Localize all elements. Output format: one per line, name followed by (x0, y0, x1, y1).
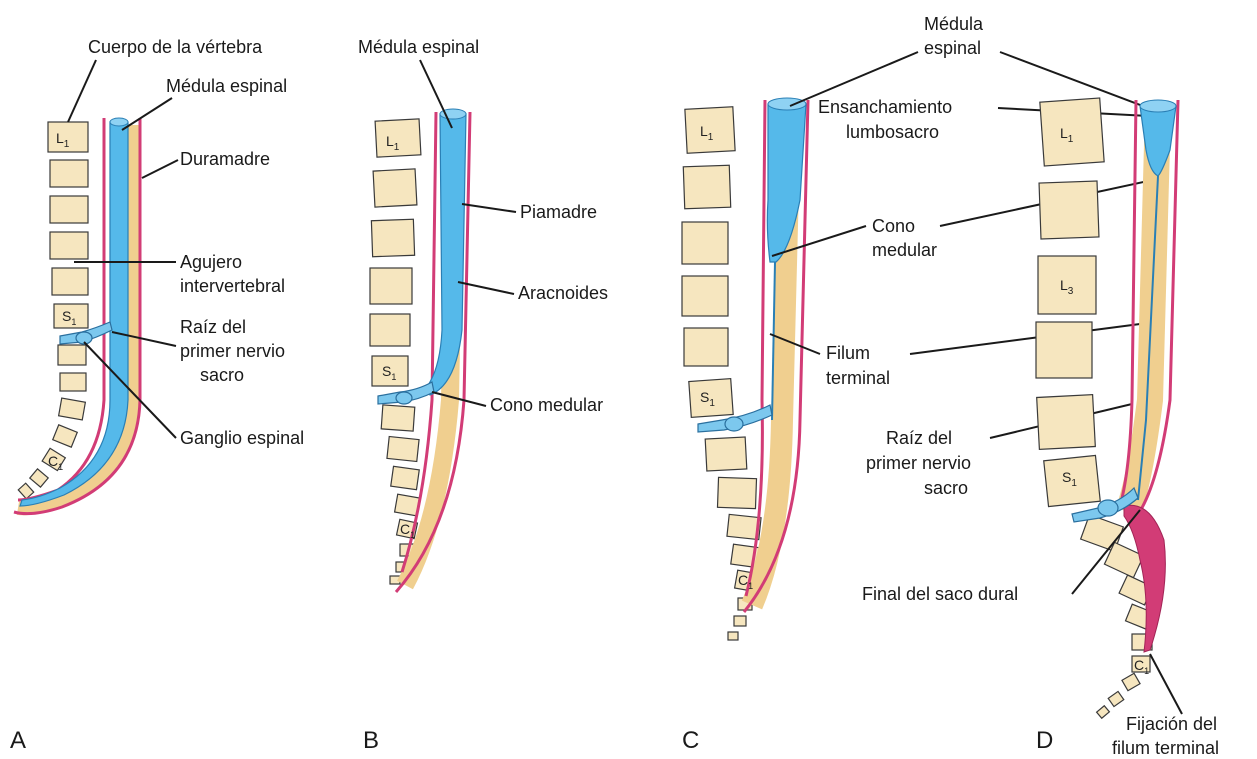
vertebra (705, 437, 747, 471)
vertebra (370, 314, 410, 346)
vertebra (50, 160, 88, 187)
vertebra (682, 222, 728, 264)
vertebra (682, 276, 728, 316)
vertebra (60, 373, 86, 391)
vertebra (1037, 395, 1096, 450)
label-spinal-cord-a: Médula espinal (166, 76, 287, 96)
vertebra (683, 165, 730, 209)
leader-pia (462, 204, 516, 212)
label-conus-b: Cono medular (490, 395, 603, 415)
vertebra (391, 466, 420, 489)
label-vertebral-body: Cuerpo de la vértebra (88, 37, 263, 57)
panel-letter-d: D (1036, 727, 1053, 754)
vertebra (1108, 691, 1124, 706)
vertebra (684, 328, 728, 366)
label-root-3-a: sacro (200, 365, 244, 385)
panel-a: L1 S1 C1 Cuerpo de la vértebra Médula es… (10, 37, 304, 754)
panel-b: L1 S1 C1 Médula espinal Piamadre Aracnoi… (358, 37, 608, 754)
vertebra (373, 169, 417, 207)
vertebra (1039, 181, 1099, 239)
vertebra (30, 469, 48, 487)
label-enlargement-2: lumbosacro (846, 122, 939, 142)
label-conus-1-c: Cono (872, 216, 915, 236)
spinal-ganglion (725, 417, 743, 431)
spinal-cord (767, 104, 806, 262)
vertebra (1122, 673, 1140, 690)
leader-dura (142, 160, 178, 178)
vertebra (50, 232, 88, 259)
label-filum-fix-2: filum terminal (1112, 738, 1219, 758)
label-root-3-c: sacro (924, 478, 968, 498)
panel-letter-c: C (682, 727, 699, 754)
label-spinal-cord-b: Médula espinal (358, 37, 479, 57)
label-dura: Duramadre (180, 149, 270, 169)
spinal-cord-top (110, 118, 128, 126)
spinal-cord-top (1140, 100, 1176, 112)
vertebra (717, 477, 756, 508)
vertebra-l1 (685, 107, 735, 153)
label-ganglion: Ganglio espinal (180, 428, 304, 448)
vertebra (1097, 706, 1110, 719)
vertebra (387, 436, 419, 461)
vertebra (728, 632, 738, 640)
label-conus-2-c: medular (872, 240, 937, 260)
vertebra (18, 483, 33, 499)
label-filum-fix-1: Fijación del (1126, 714, 1217, 734)
vertebra (395, 494, 420, 516)
vertebra (53, 425, 78, 447)
label-foramen-1: Agujero (180, 252, 242, 272)
label-arachnoid: Aracnoides (518, 283, 608, 303)
label-filum-1: Filum (826, 343, 870, 363)
spinal-ganglion (396, 392, 412, 404)
label-pia: Piamadre (520, 202, 597, 222)
label-filum-2: terminal (826, 368, 890, 388)
label-root-1-c: Raíz del (886, 428, 952, 448)
vertebra (1036, 322, 1092, 378)
vertebra (370, 268, 412, 304)
vertebra (734, 616, 746, 626)
vertebra-l1 (1040, 98, 1104, 166)
vertebra (58, 345, 86, 365)
vertebra (59, 398, 86, 420)
panel-letter-b: B (363, 727, 379, 754)
label-root-2-c: primer nervio (866, 453, 971, 473)
label-foramen-2: intervertebral (180, 276, 285, 296)
label-cord-1-c: Médula (924, 14, 984, 34)
vertebra (52, 268, 88, 295)
label-root-2-a: primer nervio (180, 341, 285, 361)
vertebra (381, 405, 415, 431)
label-enlargement-1: Ensanchamiento (818, 97, 952, 117)
leader-filum-d (910, 324, 1140, 354)
leader-filum-fix (1150, 654, 1182, 714)
vertebra (371, 219, 414, 256)
label-root-1-a: Raíz del (180, 317, 246, 337)
vertebra (50, 196, 88, 223)
leader-vertebral-body (68, 60, 96, 122)
panel-letter-a: A (10, 727, 26, 754)
leader-spinal-cord-a (122, 98, 172, 130)
label-cord-2-c: espinal (924, 38, 981, 58)
spinal-ganglion (1098, 500, 1118, 516)
label-dural-sac-end: Final del saco dural (862, 584, 1018, 604)
spinal-cord-top (768, 98, 806, 110)
